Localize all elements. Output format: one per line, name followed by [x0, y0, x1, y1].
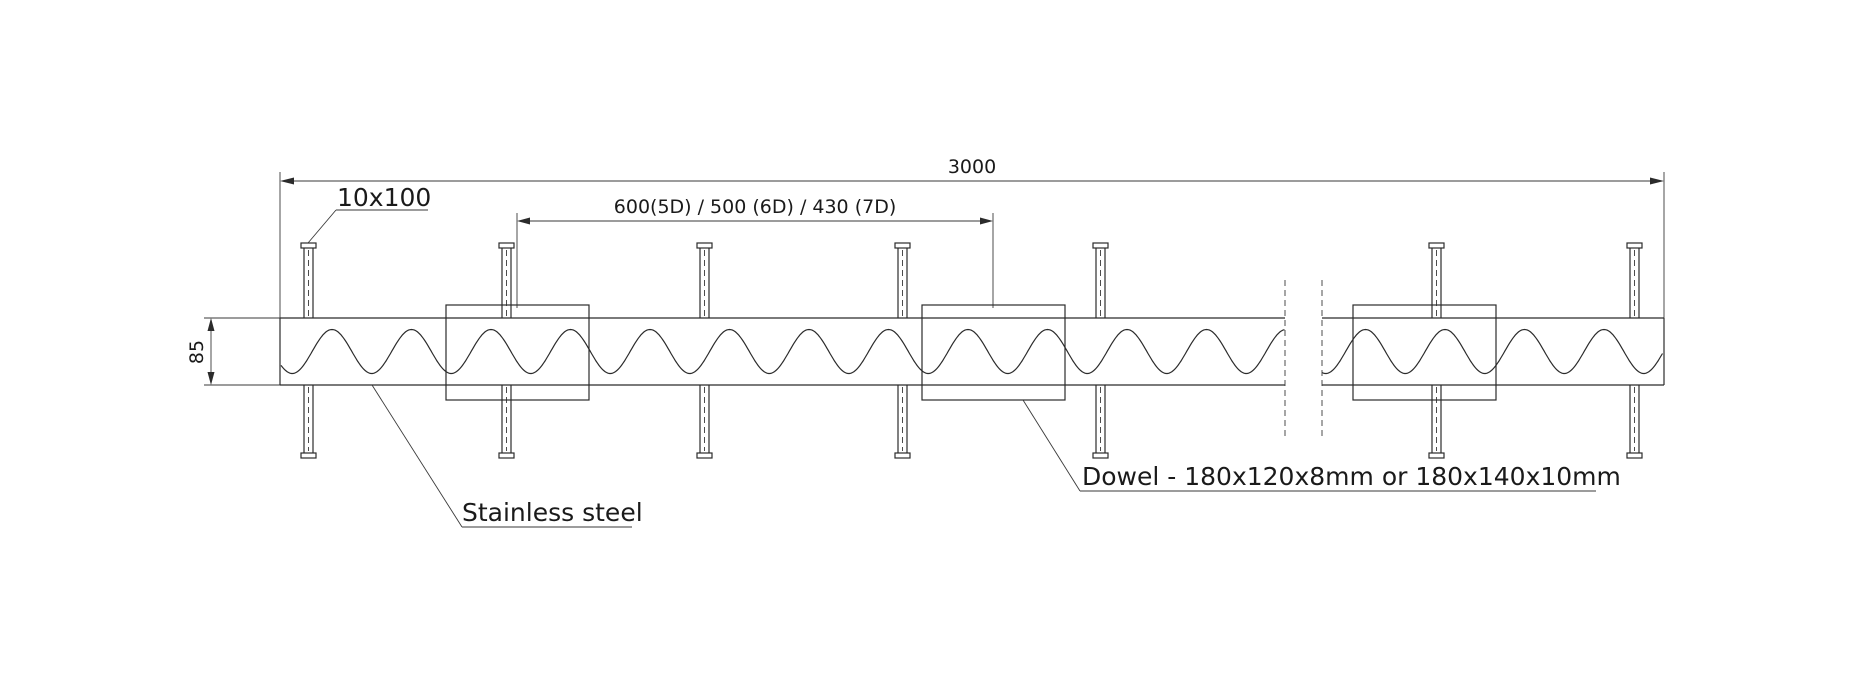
dowel-plate: [445, 304, 590, 401]
wave-segment: [1321, 328, 1664, 375]
rebar: [1626, 242, 1643, 459]
break-lines: [1284, 280, 1323, 436]
stainless-steel-callout: Stainless steel: [371, 384, 643, 528]
rebar: [498, 242, 515, 459]
wave-segment: [280, 328, 1285, 375]
wave-profile: [280, 328, 1664, 375]
dowel-callout: Dowel - 180x120x8mm or 180x140x10mm: [1022, 399, 1621, 492]
dowel-label: Dowel - 180x120x8mm or 180x140x10mm: [1082, 462, 1621, 491]
profile-height-value: 85: [186, 340, 208, 364]
overall-length-value: 3000: [948, 156, 996, 178]
dowel-plate: [1352, 304, 1497, 401]
overall-length-dimension: 3000: [279, 156, 1665, 318]
dowel-spacing-value: 600(5D) / 500 (6D) / 430 (7D): [614, 196, 896, 218]
rebar-callout: 10x100: [307, 183, 431, 244]
stainless-steel-label: Stainless steel: [462, 498, 643, 527]
rebars: [300, 242, 1643, 459]
rebar: [1428, 242, 1445, 459]
rebar: [300, 242, 317, 459]
dowel-spacing-dimension: 600(5D) / 500 (6D) / 430 (7D): [516, 196, 994, 308]
rebar: [1092, 242, 1109, 459]
profile-height-dimension: 85: [186, 317, 282, 386]
dowel-plates: [445, 304, 1497, 401]
stainless-steel-profile: [279, 317, 1665, 386]
rebar-label: 10x100: [337, 183, 431, 212]
dowel-plate: [921, 304, 1066, 401]
rebar: [696, 242, 713, 459]
rebar: [894, 242, 911, 459]
